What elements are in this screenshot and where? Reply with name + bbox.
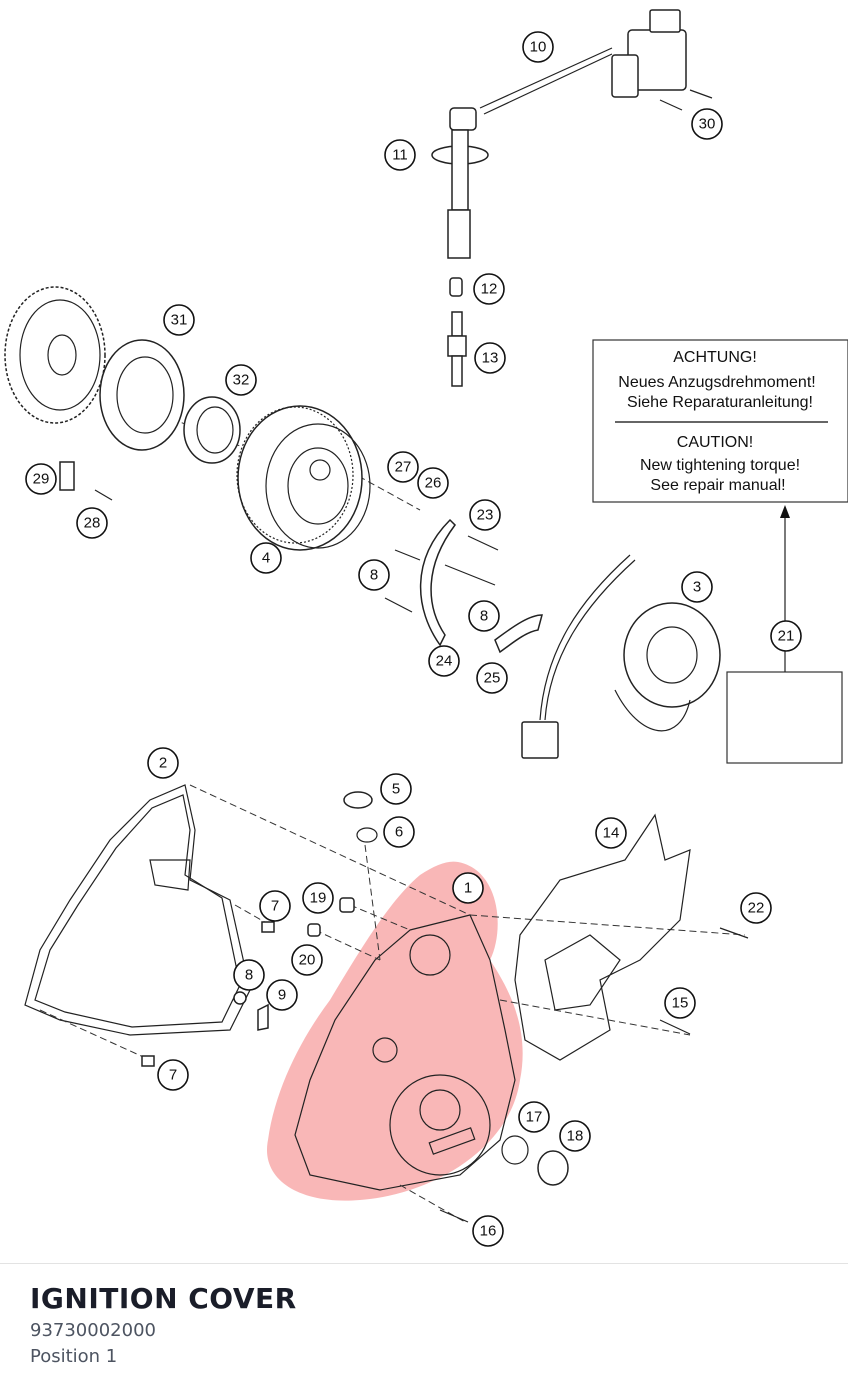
callout-26[interactable]: 26 bbox=[417, 467, 449, 499]
callout-17[interactable]: 17 bbox=[518, 1101, 550, 1133]
svg-text:24: 24 bbox=[436, 653, 453, 670]
svg-text:12: 12 bbox=[481, 281, 498, 298]
gasket-part bbox=[24, 784, 251, 1036]
callout-22[interactable]: 22 bbox=[740, 892, 772, 924]
svg-text:11: 11 bbox=[392, 147, 408, 164]
callout-19[interactable]: 19 bbox=[302, 882, 334, 914]
callout-11[interactable]: 11 bbox=[384, 139, 416, 171]
svg-text:16: 16 bbox=[480, 1223, 497, 1240]
svg-text:3: 3 bbox=[693, 579, 701, 596]
callout-23[interactable]: 23 bbox=[469, 499, 501, 531]
callout-12[interactable]: 12 bbox=[473, 273, 505, 305]
svg-text:21: 21 bbox=[778, 628, 795, 645]
notice-en-line2: See repair manual! bbox=[650, 477, 785, 494]
svg-text:18: 18 bbox=[567, 1128, 584, 1145]
callout-15[interactable]: 15 bbox=[664, 987, 696, 1019]
spark-plug-part bbox=[447, 277, 467, 387]
svg-text:25: 25 bbox=[484, 670, 501, 687]
svg-text:6: 6 bbox=[395, 824, 403, 841]
svg-text:23: 23 bbox=[477, 507, 494, 524]
part-21-inset bbox=[726, 505, 843, 764]
callout-9[interactable]: 9 bbox=[266, 979, 298, 1011]
notice-de-title: ACHTUNG! bbox=[673, 349, 757, 366]
stator-part bbox=[521, 554, 721, 759]
svg-text:7: 7 bbox=[169, 1067, 177, 1084]
callout-29[interactable]: 29 bbox=[25, 463, 57, 495]
ignition-coil-part bbox=[449, 9, 687, 131]
svg-text:4: 4 bbox=[262, 550, 270, 567]
freewheel-part bbox=[99, 339, 185, 451]
exploded-parts-diagram: ACHTUNG! Neues Anzugsdrehmoment! Siehe R… bbox=[4, 9, 848, 1247]
svg-text:28: 28 bbox=[84, 515, 101, 532]
callout-25[interactable]: 25 bbox=[476, 662, 508, 694]
callout-8-top[interactable]: 8 bbox=[358, 559, 390, 591]
part-info-footer: IGNITION COVER 93730002000 Position 1 bbox=[0, 1263, 848, 1391]
callout-2[interactable]: 2 bbox=[147, 747, 179, 779]
selected-part-highlight[interactable] bbox=[266, 861, 523, 1201]
svg-text:26: 26 bbox=[425, 475, 442, 492]
callout-13[interactable]: 13 bbox=[474, 342, 506, 374]
notice-en-title: CAUTION! bbox=[677, 434, 753, 451]
svg-text:17: 17 bbox=[526, 1109, 543, 1126]
spark-plug-connector-part bbox=[431, 129, 489, 259]
callout-32[interactable]: 32 bbox=[225, 364, 257, 396]
callout-28[interactable]: 28 bbox=[76, 507, 108, 539]
callout-7-upper[interactable]: 7 bbox=[259, 890, 291, 922]
callout-8-right[interactable]: 8 bbox=[468, 600, 500, 632]
svg-text:5: 5 bbox=[392, 781, 400, 798]
callout-20[interactable]: 20 bbox=[291, 944, 323, 976]
ignition-cover-part[interactable] bbox=[294, 914, 516, 1191]
svg-text:14: 14 bbox=[603, 825, 620, 842]
svg-text:13: 13 bbox=[482, 350, 499, 367]
callout-14[interactable]: 14 bbox=[595, 817, 627, 849]
notice-de-line1: Neues Anzugsdrehmoment! bbox=[618, 374, 815, 391]
notice-en-line1: New tightening torque! bbox=[640, 457, 800, 474]
callout-18[interactable]: 18 bbox=[559, 1120, 591, 1152]
callout-4[interactable]: 4 bbox=[250, 542, 282, 574]
svg-text:19: 19 bbox=[310, 890, 327, 907]
svg-text:8: 8 bbox=[480, 608, 488, 625]
callout-5[interactable]: 5 bbox=[380, 773, 412, 805]
svg-text:29: 29 bbox=[33, 471, 50, 488]
callout-30[interactable]: 30 bbox=[691, 108, 723, 140]
svg-text:27: 27 bbox=[395, 459, 412, 476]
callout-3[interactable]: 3 bbox=[681, 571, 713, 603]
svg-text:1: 1 bbox=[464, 880, 472, 897]
callout-6[interactable]: 6 bbox=[383, 816, 415, 848]
callout-24[interactable]: 24 bbox=[428, 645, 460, 677]
part-position: Position 1 bbox=[30, 1346, 118, 1367]
svg-text:8: 8 bbox=[245, 967, 253, 984]
svg-text:9: 9 bbox=[278, 987, 286, 1004]
svg-text:8: 8 bbox=[370, 567, 378, 584]
chain-guide-part bbox=[419, 518, 543, 654]
callout-21[interactable]: 21 bbox=[770, 620, 802, 652]
bushing-part bbox=[183, 396, 241, 464]
svg-text:15: 15 bbox=[672, 995, 689, 1012]
part-number: 93730002000 bbox=[30, 1320, 156, 1341]
svg-text:30: 30 bbox=[699, 116, 716, 133]
svg-text:31: 31 bbox=[171, 312, 188, 329]
callout-31[interactable]: 31 bbox=[163, 304, 195, 336]
svg-text:20: 20 bbox=[299, 952, 316, 969]
starter-gear-part bbox=[4, 286, 106, 424]
svg-text:10: 10 bbox=[530, 39, 547, 56]
svg-text:32: 32 bbox=[233, 372, 250, 389]
callout-8-bottom[interactable]: 8 bbox=[233, 959, 265, 991]
svg-text:7: 7 bbox=[271, 898, 279, 915]
callouts: 1 2 3 4 5 6 7 7 8 8 8 9 10 11 12 13 14 1… bbox=[25, 31, 802, 1247]
starter-cover-part bbox=[514, 813, 691, 1061]
callout-1[interactable]: 1 bbox=[452, 872, 484, 904]
callout-27[interactable]: 27 bbox=[387, 451, 419, 483]
callout-16[interactable]: 16 bbox=[472, 1215, 504, 1247]
svg-text:22: 22 bbox=[748, 900, 765, 917]
callout-7-lower[interactable]: 7 bbox=[157, 1059, 189, 1091]
flywheel-part bbox=[236, 405, 371, 551]
callout-10[interactable]: 10 bbox=[522, 31, 554, 63]
fasteners bbox=[59, 89, 816, 1223]
svg-text:2: 2 bbox=[159, 755, 167, 772]
torque-notice-box: ACHTUNG! Neues Anzugsdrehmoment! Siehe R… bbox=[592, 339, 848, 503]
part-title: IGNITION COVER bbox=[30, 1282, 297, 1315]
notice-de-line2: Siehe Reparaturanleitung! bbox=[627, 394, 813, 411]
